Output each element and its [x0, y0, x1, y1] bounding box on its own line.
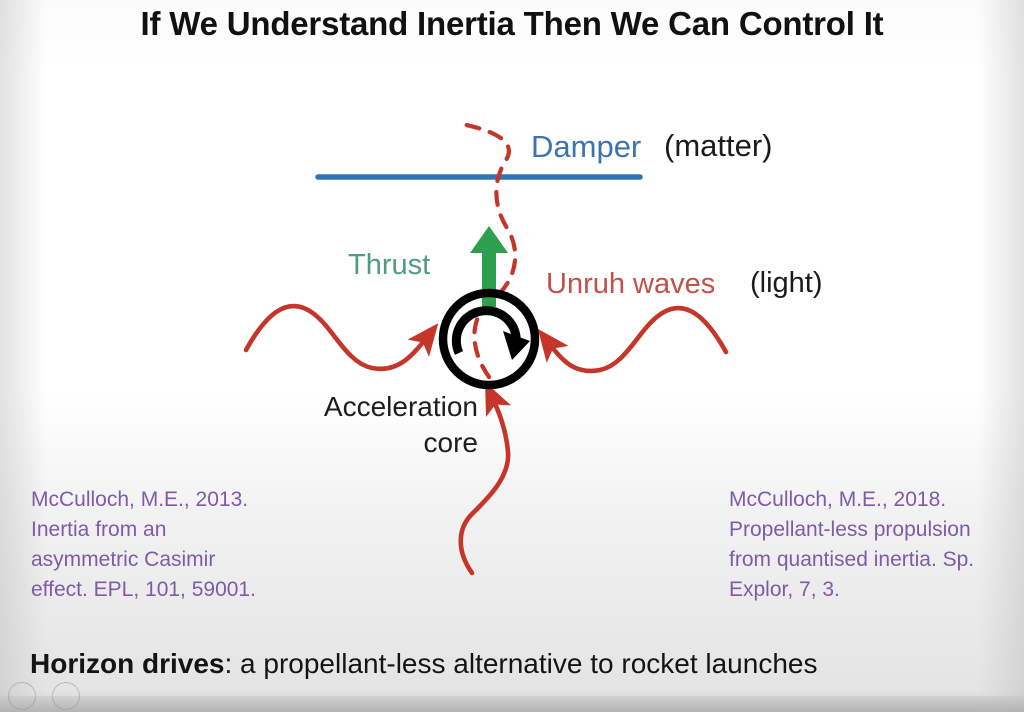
unruh-waves-label: Unruh waves [546, 268, 716, 300]
light-annotation: (light) [750, 267, 823, 299]
matter-annotation: (matter) [664, 128, 773, 163]
bottom-player-band [0, 696, 1024, 712]
unruh-wave-left [243, 303, 439, 372]
caption-bold-term: Horizon drives [30, 648, 225, 679]
ghost-circle-left [8, 682, 36, 710]
thrust-label: Thrust [348, 249, 431, 281]
unruh-wave-bottom [458, 381, 512, 576]
rotation-arc-icon [451, 306, 530, 360]
ghost-circle-right [52, 682, 80, 710]
acceleration-core-ring [438, 288, 540, 390]
unruh-wave-right [537, 305, 729, 374]
damper-label: Damper [531, 129, 642, 164]
citation-left: McCulloch, M.E., 2013. Inertia from an a… [31, 488, 256, 602]
slide-title: If We Understand Inertia Then We Can Con… [140, 5, 884, 42]
caption-rest: : a propellant-less alternative to rocke… [224, 648, 818, 679]
slide-caption: Horizon drives: a propellant-less altern… [30, 648, 817, 680]
dashed-unruh-wave-up [459, 121, 518, 380]
citation-right: McCulloch, M.E., 2018. Propellant-less p… [729, 488, 975, 602]
thrust-arrow [470, 226, 508, 307]
acceleration-core-label: Acceleration core [323, 391, 478, 458]
